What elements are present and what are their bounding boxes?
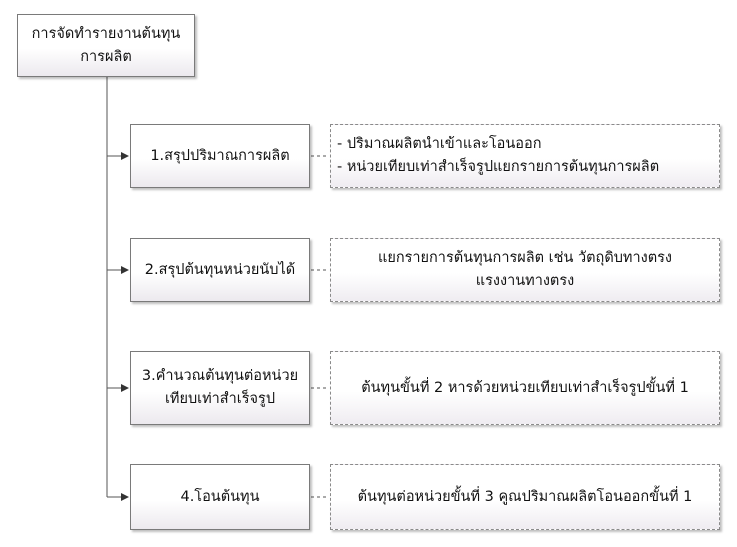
detail-3-text: ต้นทุนขั้นที่ 2 หารด้วยหน่วยเทียบเท่าสำเ… [361, 379, 689, 396]
detail-2-line1: แยกรายการต้นทุนการผลิต เช่น วัตถุดิบทางต… [377, 250, 672, 266]
root-title-line1: การจัดทำรายงานต้นทุน [31, 25, 181, 42]
detail-1-line1: - ปริมาณผลิตนำเข้าและโอนออก [337, 136, 542, 152]
step-label-1: 1.สรุปปริมาณการผลิต [150, 147, 290, 164]
step-node-3: 3.คำนวณต้นทุนต่อหน่วย เทียบเท่าสำเร็จรูป [130, 351, 310, 425]
step-node-4: 4.โอนต้นทุน [130, 464, 310, 530]
step-label-3-line2: เทียบเท่าสำเร็จรูป [164, 391, 276, 407]
root-node: การจัดทำรายงานต้นทุน การผลิต [17, 14, 195, 77]
step-node-1: 1.สรุปปริมาณการผลิต [130, 124, 310, 188]
detail-node-1: - ปริมาณผลิตนำเข้าและโอนออก - หน่วยเทียบ… [330, 124, 720, 188]
root-title-line2: การผลิต [80, 48, 132, 65]
detail-node-2: แยกรายการต้นทุนการผลิต เช่น วัตถุดิบทางต… [330, 238, 720, 302]
step-label-3-line1: 3.คำนวณต้นทุนต่อหน่วย [141, 368, 299, 384]
step-node-2: 2.สรุปต้นทุนหน่วยนับได้ [130, 238, 310, 302]
step-label-2: 2.สรุปต้นทุนหน่วยนับได้ [144, 261, 296, 278]
detail-1-line2: - หน่วยเทียบเท่าสำเร็จรูปแยกรายการต้นทุน… [337, 159, 660, 175]
detail-4-text: ต้นทุนต่อหน่วยขั้นที่ 3 คูณปริมาณผลิตโอน… [357, 488, 693, 505]
step-label-4: 4.โอนต้นทุน [180, 488, 260, 505]
detail-node-4: ต้นทุนต่อหน่วยขั้นที่ 3 คูณปริมาณผลิตโอน… [330, 464, 720, 530]
detail-node-3: ต้นทุนขั้นที่ 2 หารด้วยหน่วยเทียบเท่าสำเ… [330, 351, 720, 425]
detail-2-line2: แรงงานทางตรง [475, 273, 575, 289]
